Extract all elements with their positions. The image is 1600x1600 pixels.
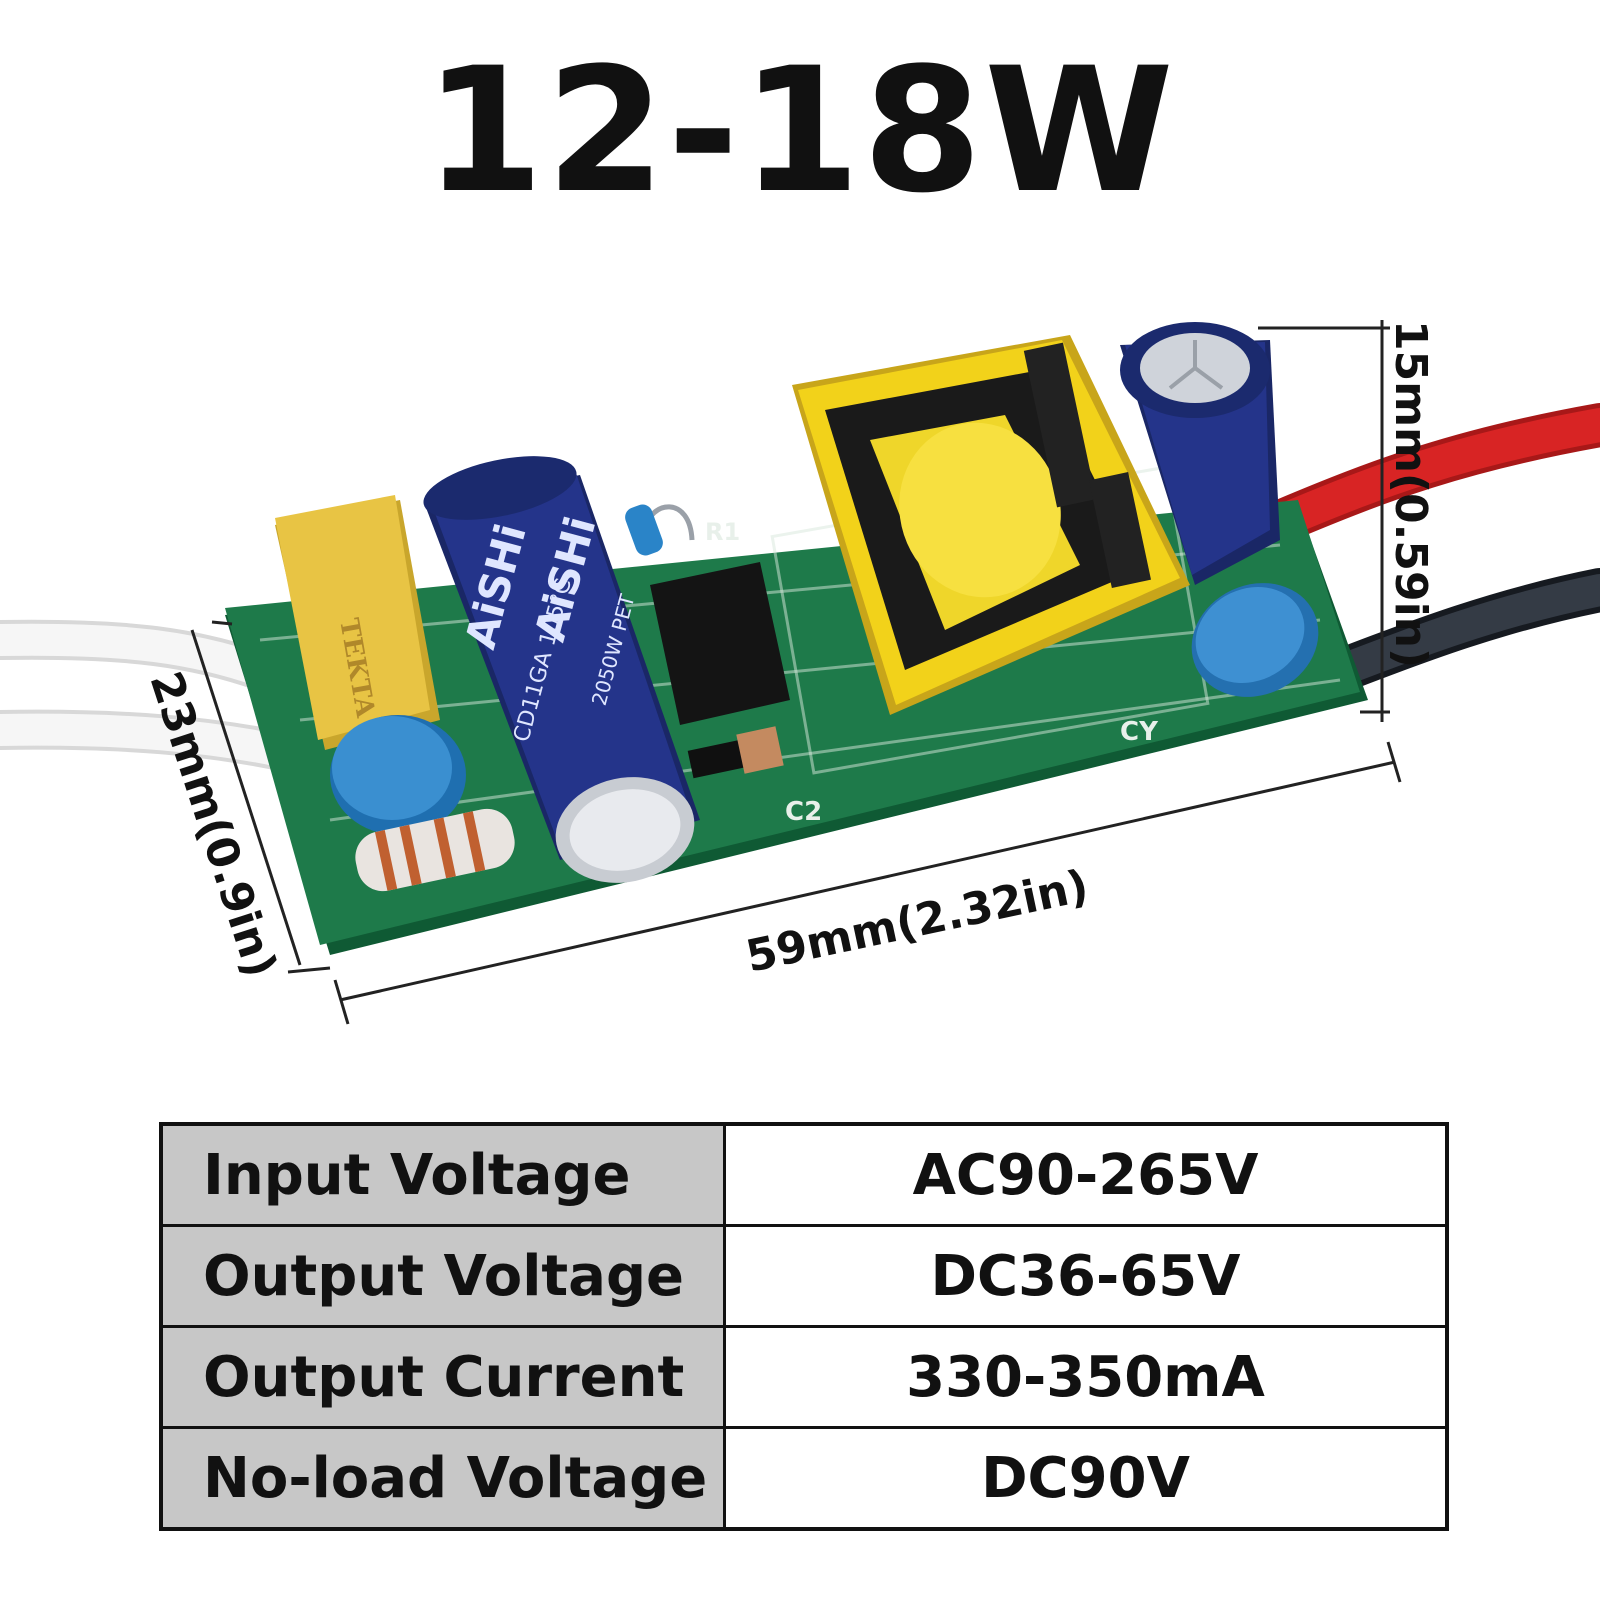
spec-label: Output Current bbox=[159, 1325, 726, 1429]
table-row: Input Voltage AC90-265V bbox=[159, 1122, 1449, 1227]
main-electrolytic-capacitor: AiSHi AiSHi CD11GA 105°C 2050W PET bbox=[423, 456, 700, 883]
dimension-lines bbox=[190, 320, 1402, 1025]
page-title: 12-18W bbox=[424, 30, 1176, 231]
red-output-wire bbox=[1263, 403, 1600, 542]
ic-chip bbox=[650, 562, 790, 779]
label-c2: C2 bbox=[785, 797, 822, 827]
led-driver-board-illustration: TEKTA AiSHi AiSHi CD11GA 105°C bbox=[0, 320, 1600, 1025]
spec-label: No-load Voltage bbox=[159, 1426, 726, 1531]
table-row: No-load Voltage DC90V bbox=[159, 1426, 1449, 1531]
spec-value: AC90-265V bbox=[723, 1122, 1449, 1227]
blue-disc-varistor bbox=[330, 715, 466, 835]
product-photo: TEKTA AiSHi AiSHi CD11GA 105°C bbox=[0, 300, 1600, 1060]
output-electrolytic-capacitor bbox=[1120, 322, 1280, 585]
spec-label: Output Voltage bbox=[159, 1224, 726, 1328]
spec-table: Input Voltage AC90-265V Output Voltage D… bbox=[159, 1122, 1449, 1531]
transformer bbox=[792, 335, 1190, 715]
blue-y-capacitor bbox=[1191, 583, 1319, 697]
spec-value: 330-350mA bbox=[723, 1325, 1449, 1429]
spec-value: DC90V bbox=[723, 1426, 1449, 1531]
table-row: Output Current 330-350mA bbox=[159, 1325, 1449, 1429]
table-row: Output Voltage DC36-65V bbox=[159, 1224, 1449, 1328]
small-blue-resistor bbox=[625, 504, 695, 556]
black-output-wire bbox=[1308, 568, 1600, 697]
spec-label: Input Voltage bbox=[159, 1122, 726, 1227]
yellow-x-capacitor: TEKTA bbox=[275, 495, 440, 750]
length-dimension: 59mm(2.32in) bbox=[742, 860, 1093, 982]
spec-value: DC36-65V bbox=[723, 1224, 1449, 1328]
height-dimension: 15mm(0.59in) bbox=[1385, 320, 1436, 668]
striped-resistor bbox=[355, 808, 515, 892]
label-r1: R1 bbox=[705, 518, 740, 546]
label-cy: CY bbox=[1120, 717, 1159, 747]
